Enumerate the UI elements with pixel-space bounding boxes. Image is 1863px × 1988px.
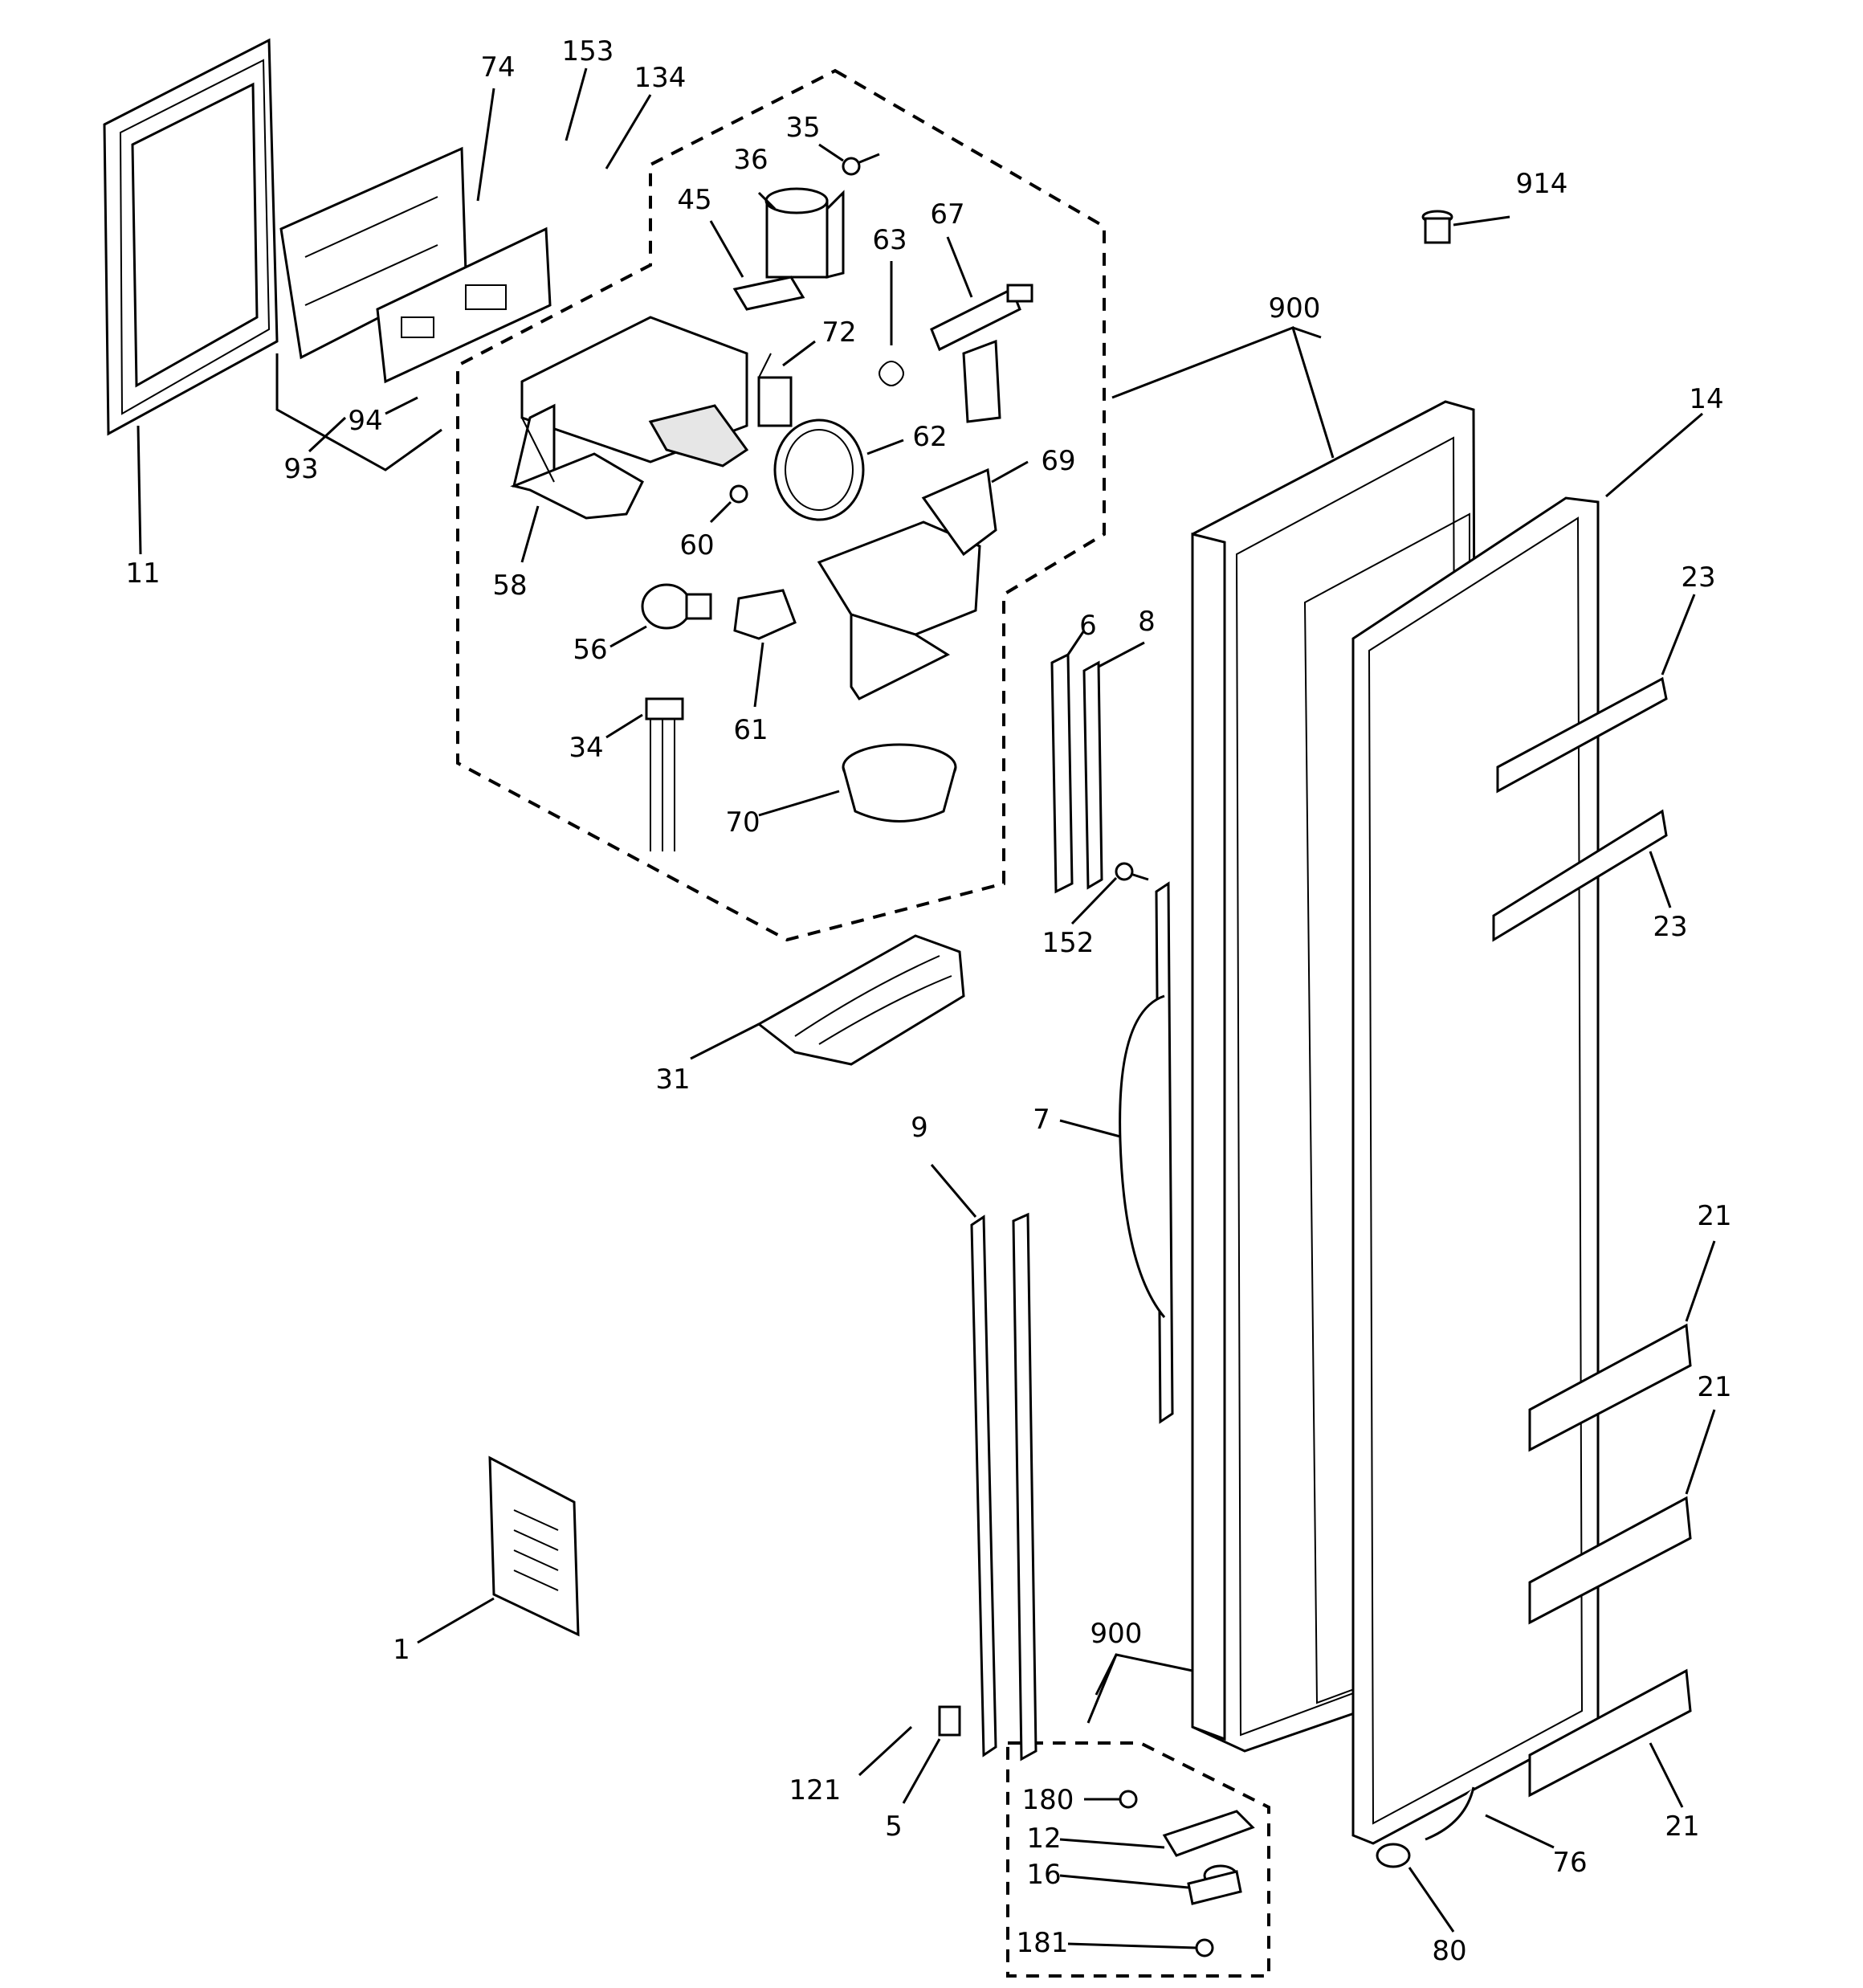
callout-36: 36 [733, 144, 768, 176]
spring-63-part [879, 361, 904, 386]
callout-62: 62 [912, 421, 947, 453]
callout-152: 152 [1042, 927, 1095, 959]
tube-76-part [1425, 1786, 1475, 1841]
callout-74: 74 [480, 51, 515, 84]
coupler-61-part [733, 589, 797, 640]
callout-21-upper: 21 [1697, 1200, 1731, 1232]
callout-134: 134 [634, 62, 687, 94]
callout-69: 69 [1041, 445, 1075, 477]
callout-45: 45 [677, 184, 711, 216]
callout-9: 9 [911, 1112, 928, 1144]
callout-76: 76 [1552, 1847, 1587, 1879]
screw-35-part [842, 153, 880, 176]
cap-914-part [1421, 210, 1453, 244]
callout-181: 181 [1017, 1927, 1069, 1959]
shelf-21b-part [1528, 1496, 1692, 1625]
callout-12: 12 [1026, 1823, 1061, 1855]
callout-67: 67 [930, 198, 964, 231]
callout-56: 56 [573, 634, 607, 666]
cap-5-part [938, 1705, 961, 1737]
callout-labels: 11 93 94 74 153 134 35 36 45 63 67 72 62… [125, 35, 1731, 1967]
screw-152-part [1115, 862, 1149, 881]
callout-11: 11 [125, 557, 160, 590]
leader-lines [137, 67, 1716, 1949]
door-flap-part [930, 284, 1033, 423]
hinge-kit-outline [1006, 1741, 1270, 1978]
strip-8-part [1082, 660, 1103, 890]
auger-motor-part [764, 187, 845, 279]
bin-23b-part [1492, 809, 1668, 942]
bearing-70-part [842, 743, 957, 823]
harness-34-part [645, 697, 684, 851]
callout-60: 60 [679, 529, 714, 561]
bracket-45-part [732, 276, 805, 311]
screw-60-part [729, 484, 748, 504]
callout-16: 16 [1026, 1859, 1061, 1891]
dispenser-group-outline [456, 68, 1106, 942]
switch-72-part [757, 353, 793, 427]
callout-900-top: 900 [1269, 292, 1321, 325]
callout-31: 31 [655, 1063, 690, 1096]
callout-23-upper: 23 [1681, 561, 1715, 594]
callout-8: 8 [1138, 606, 1156, 638]
callout-14: 14 [1689, 383, 1723, 415]
dispenser-frame-part [103, 38, 279, 436]
callout-1: 1 [393, 1634, 410, 1666]
trim-9-part [970, 1212, 1037, 1761]
shelf-21a-part [1528, 1323, 1692, 1452]
handle-7-part [1119, 881, 1174, 1424]
shelf-21c-part [1528, 1668, 1692, 1798]
bin-23a-part [1496, 676, 1668, 794]
callout-180: 180 [1022, 1784, 1074, 1816]
callout-7: 7 [1033, 1104, 1050, 1136]
drip-tray-31-part [756, 934, 965, 1066]
screw-181-part [1195, 1938, 1214, 1957]
callout-70: 70 [725, 806, 760, 839]
strip-6-part [1050, 652, 1074, 894]
bushing-16-part [1187, 1864, 1242, 1905]
ring-62-part [773, 418, 865, 521]
callout-6: 6 [1079, 610, 1097, 642]
callout-72: 72 [821, 316, 856, 349]
callout-914: 914 [1516, 168, 1568, 200]
gasket-14-part [1351, 496, 1600, 1845]
callout-94: 94 [348, 405, 382, 437]
callout-93: 93 [283, 453, 318, 485]
callout-63: 63 [872, 224, 907, 256]
callout-900-bottom: 900 [1090, 1618, 1143, 1650]
screw-180-part [1119, 1790, 1138, 1809]
callout-21-middle: 21 [1697, 1371, 1731, 1403]
manual-1-part [488, 1455, 580, 1637]
callout-34: 34 [569, 732, 603, 764]
fitting-80-part [1376, 1843, 1411, 1868]
callout-80: 80 [1432, 1935, 1466, 1967]
callout-61: 61 [733, 714, 768, 746]
callout-5: 5 [885, 1810, 903, 1843]
callout-58: 58 [492, 569, 527, 602]
callout-21-lower: 21 [1665, 1810, 1699, 1843]
callout-35: 35 [785, 112, 820, 144]
hinge-12-part [1162, 1810, 1255, 1857]
callout-121: 121 [789, 1774, 842, 1806]
callout-153: 153 [562, 35, 614, 67]
crusher-69-part [817, 467, 997, 700]
control-panel-part [279, 146, 552, 384]
bracket-93 [275, 353, 442, 471]
callout-23-lower: 23 [1653, 911, 1687, 943]
housing-part [510, 316, 749, 520]
bulb-56-part [641, 583, 712, 630]
